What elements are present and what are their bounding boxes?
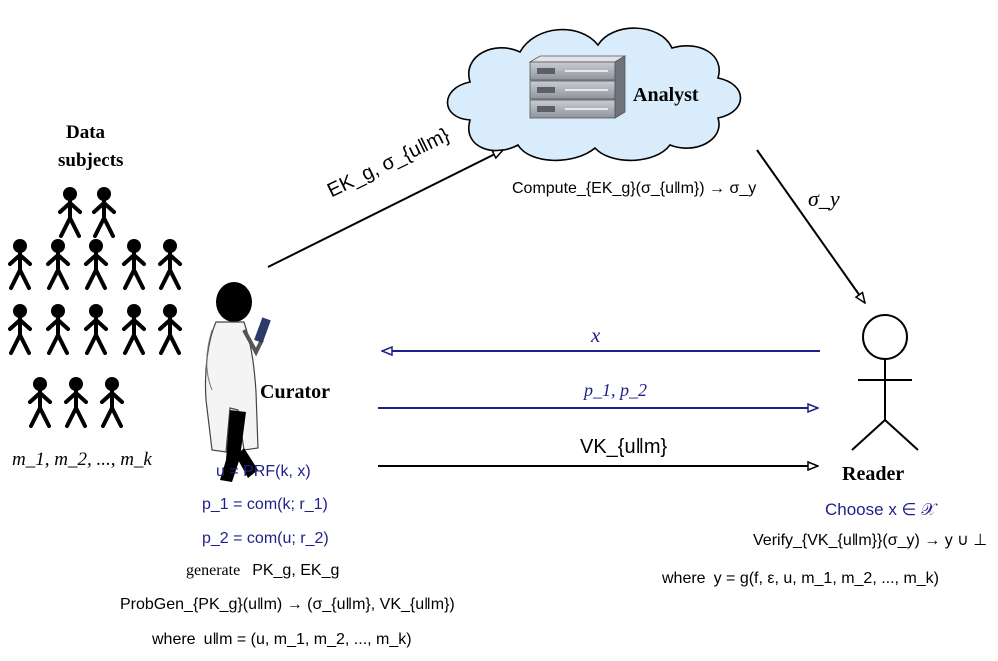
message-sigma-y: σ_y bbox=[808, 186, 840, 211]
curator-where-word: where bbox=[152, 631, 196, 648]
data-subject-icon bbox=[92, 187, 116, 238]
generate-word: generate bbox=[186, 562, 241, 579]
reader-step-choose: Choose x ∈ 𝒳 bbox=[825, 500, 936, 519]
curator-scientist-icon bbox=[204, 282, 271, 482]
data-subject-icon bbox=[84, 304, 108, 355]
arrow-curator-to-analyst bbox=[267, 150, 503, 268]
analyst-compute-step: Compute_{EK_g}(σ_{u‖m}) → σ_y bbox=[512, 180, 757, 197]
data-subject-icon bbox=[58, 187, 82, 238]
curator-step-probgen: ProbGen_{PK_g}(u‖m) → (σ_{u‖m}, VK_{u‖m}… bbox=[120, 596, 455, 613]
data-subjects-group bbox=[8, 187, 182, 428]
data-subject-icon bbox=[8, 304, 32, 355]
curator-step-p1: p_1 = com(k; r_1) bbox=[202, 496, 328, 513]
data-subject-icon bbox=[28, 377, 52, 428]
data-list: m_1, m_2, ..., m_k bbox=[12, 449, 152, 470]
data-subject-icon bbox=[64, 377, 88, 428]
data-subject-icon bbox=[46, 304, 70, 355]
curator-step-prf: u = PRF(k, x) bbox=[216, 463, 311, 480]
reader-step-verify: Verify_{VK_{u‖m}}(σ_y) → y ∪ ⊥ bbox=[753, 532, 988, 549]
reader-where-word: where bbox=[662, 570, 706, 587]
data-subject-icon bbox=[158, 304, 182, 355]
data-subject-icon bbox=[8, 239, 32, 290]
generate-keys: PK_g, EK_g bbox=[252, 562, 340, 579]
server-icon bbox=[528, 55, 627, 119]
curator-step-generate: generate PK_g, EK_g bbox=[186, 562, 339, 580]
reader-step-where: where y = g(f, ε, u, m_1, m_2, ..., m_k) bbox=[662, 570, 939, 588]
data-subject-icon bbox=[100, 377, 124, 428]
data-subject-icon bbox=[158, 239, 182, 290]
data-subject-icon bbox=[122, 304, 146, 355]
curator-step-p2: p_2 = com(u; r_2) bbox=[202, 530, 329, 547]
data-subject-icon bbox=[122, 239, 146, 290]
curator-where-expr: u‖m = (u, m_1, m_2, ..., m_k) bbox=[203, 631, 412, 648]
reader-stick-figure-icon bbox=[851, 314, 919, 451]
message-p1-p2: p_1, p_2 bbox=[584, 380, 647, 400]
data-subject-icon bbox=[84, 239, 108, 290]
curator-step-where: where u‖m = (u, m_1, m_2, ..., m_k) bbox=[152, 631, 412, 649]
analyst-label: Analyst bbox=[633, 84, 699, 106]
data-subject-icon bbox=[46, 239, 70, 290]
arrow-analyst-to-reader bbox=[756, 149, 865, 303]
data-subjects-label-line2: subjects bbox=[58, 150, 124, 171]
curator-label: Curator bbox=[260, 381, 330, 403]
reader-where-expr: y = g(f, ε, u, m_1, m_2, ..., m_k) bbox=[713, 570, 939, 587]
data-subjects-label-line1: Data bbox=[66, 122, 106, 143]
reader-label: Reader bbox=[842, 463, 905, 485]
message-x: x bbox=[591, 323, 601, 347]
message-vk: VK_{u‖m} bbox=[580, 436, 668, 458]
